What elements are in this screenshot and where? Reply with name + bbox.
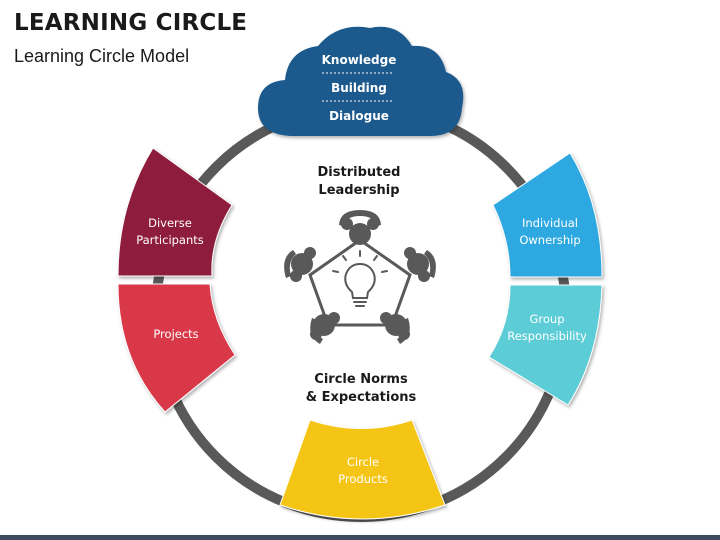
- segment-circle-products[interactable]: Circle Products: [279, 419, 446, 520]
- segment-label-circle-products-line2: Products: [338, 472, 388, 486]
- segment-label-diverse-line1: Diverse: [148, 216, 192, 230]
- page-subtitle: Learning Circle Model: [14, 46, 190, 66]
- segment-label-individual-line2: Ownership: [519, 233, 580, 247]
- page-title: LEARNING CIRCLE: [14, 10, 248, 36]
- segment-label-circle-products-line1: Circle: [347, 455, 379, 469]
- center-top-label-line2: Leadership: [318, 183, 399, 198]
- footer-bar: [0, 535, 720, 540]
- center-bottom-label-line2: & Expectations: [306, 390, 417, 405]
- segment-projects[interactable]: Projects: [117, 283, 236, 413]
- segment-label-projects: Projects: [153, 327, 198, 341]
- cloud-item-dialogue: Dialogue: [329, 109, 389, 123]
- cloud-item-knowledge: Knowledge: [322, 53, 397, 67]
- segment-label-group-line2: Responsibility: [507, 329, 587, 343]
- cloud-item-building: Building: [331, 81, 387, 95]
- center-top-label-line1: Distributed: [318, 165, 401, 180]
- segment-label-diverse-line2: Participants: [136, 233, 204, 247]
- segment-group-responsibility[interactable]: Group Responsibility: [488, 284, 603, 406]
- segment-individual-ownership[interactable]: Individual Ownership: [492, 152, 603, 278]
- segment-label-individual-line1: Individual: [522, 216, 578, 230]
- segment-diverse-participants[interactable]: Diverse Participants: [117, 147, 233, 277]
- knowledge-cloud[interactable]: Knowledge Building Dialogue: [258, 26, 464, 136]
- center-bottom-label-line1: Circle Norms: [314, 372, 408, 387]
- team-idea-lightbulb-icon: [284, 210, 436, 344]
- segment-label-group-line1: Group: [529, 312, 564, 326]
